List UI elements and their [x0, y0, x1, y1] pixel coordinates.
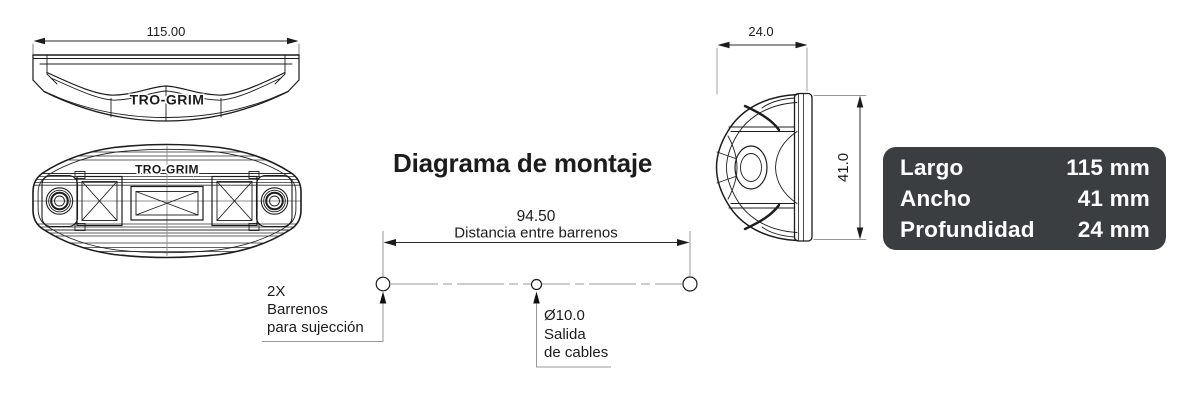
side-view: 24.0 4 [715, 24, 867, 242]
reflector-box-right [211, 171, 260, 231]
mounting-hole-left [375, 276, 391, 292]
cable-leader [533, 291, 611, 368]
spec-label: Profundidad [900, 217, 1035, 242]
spec-value: 24 mm [1077, 217, 1150, 242]
reflector-box-left [74, 171, 123, 231]
dim-distance-value: 94.50 [517, 208, 556, 225]
reflector-box-center [130, 185, 204, 221]
dim-distance-label: Distancia entre barrenos [454, 225, 617, 242]
cable-annotation-line3: de cables [544, 344, 609, 362]
cable-annotation-line2: Salida [544, 325, 586, 343]
holes-annotation-line1: 2X [267, 283, 286, 300]
cable-annotation-line1: Ø10.0 [544, 307, 585, 324]
holes-leader [262, 291, 387, 342]
page-title: Diagrama de montaje [393, 148, 653, 178]
front-view: TRO-GRIM [32, 143, 302, 259]
dim-height-41: 41.0 [813, 95, 867, 240]
dim-depth-value: 24.0 [748, 24, 773, 39]
holes-annotation-line3: para sujección [267, 318, 364, 336]
mounting-hole-right [682, 276, 698, 292]
dim-depth-24: 24.0 [716, 24, 808, 95]
cable-annotation: Ø10.0 Salida de cables [544, 307, 608, 363]
cable-hole [530, 278, 543, 291]
spec-row-ancho: Ancho 41 mm [900, 183, 1150, 214]
holes-annotation-line2: Barrenos [267, 300, 328, 318]
dim-length-115: 115.00 [32, 24, 300, 55]
top-view: 115.00 TRO-GRIM [32, 24, 300, 122]
dim-distance-94: 94.50 Distancia entre barrenos [382, 208, 691, 277]
brand-text-top: TRO-GRIM [130, 92, 205, 108]
spec-label: Largo [900, 155, 964, 180]
screw-boss-right [255, 174, 293, 228]
spec-row-largo: Largo 115 mm [900, 152, 1150, 183]
brand-text-front: TRO-GRIM [135, 163, 199, 177]
dim-length-value: 115.00 [147, 24, 186, 39]
mounting-layout: 94.50 Distancia entre barrenos [262, 208, 698, 368]
dim-height-value: 41.0 [835, 153, 852, 182]
holes-annotation: 2X Barrenos para sujección [267, 283, 364, 336]
spec-table: Largo 115 mm Ancho 41 mm Profundidad 24 … [883, 147, 1166, 250]
side-view-body [715, 92, 813, 242]
spec-value: 115 mm [1066, 155, 1150, 180]
front-view-outline [32, 143, 302, 259]
top-view-body: TRO-GRIM [32, 54, 300, 122]
spec-row-profundidad: Profundidad 24 mm [900, 214, 1150, 245]
spec-label: Ancho [900, 186, 971, 211]
spec-value: 41 mm [1077, 186, 1150, 211]
